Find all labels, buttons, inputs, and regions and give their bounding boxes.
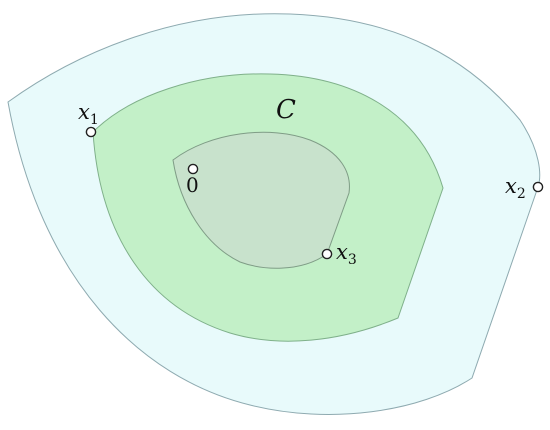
label-region-c: C (276, 95, 296, 125)
point-x1-marker (85, 126, 97, 138)
inner-region (172, 131, 350, 269)
point-origin-marker (187, 163, 199, 175)
label-x1: x1 (78, 100, 99, 128)
label-x3: x3 (336, 240, 357, 268)
point-x3-marker (321, 248, 333, 260)
point-x2-marker (532, 181, 544, 193)
label-x2: x2 (505, 174, 526, 202)
label-origin: 0 (186, 173, 199, 197)
